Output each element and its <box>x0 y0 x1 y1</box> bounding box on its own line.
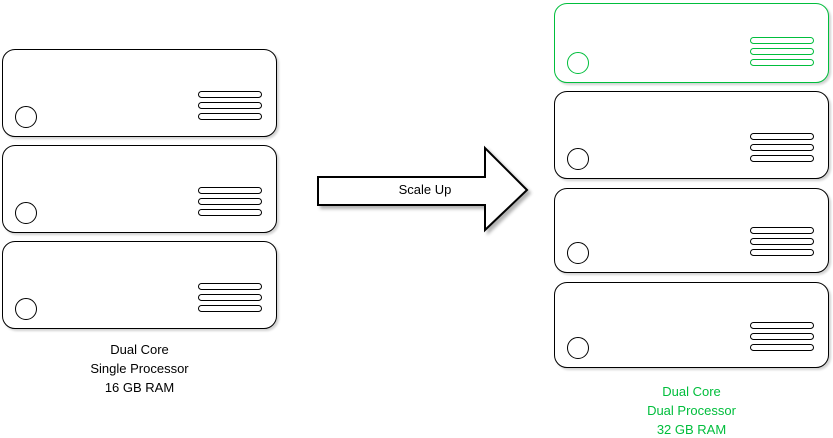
vent-slat <box>198 294 262 301</box>
vent-slat <box>750 37 814 44</box>
server-box <box>2 49 277 137</box>
vent-slat <box>750 227 814 234</box>
vent-grill-icon <box>750 37 814 66</box>
power-button-icon <box>15 106 37 128</box>
vent-slat <box>750 238 814 245</box>
vent-grill-icon <box>198 283 262 312</box>
vent-slat <box>198 187 262 194</box>
caption-line: 32 GB RAM <box>656 422 727 437</box>
power-button-icon <box>15 202 37 224</box>
scale-up-arrow <box>317 145 529 233</box>
server-box <box>554 188 829 273</box>
vent-slat <box>198 102 262 109</box>
vent-slat <box>750 322 814 329</box>
vent-slat <box>750 333 814 340</box>
vent-slat <box>750 59 814 66</box>
vent-grill-icon <box>750 322 814 351</box>
scale-up-arrow-label: Scale Up <box>398 182 452 197</box>
power-button-icon <box>15 298 37 320</box>
power-button-icon <box>567 52 589 74</box>
vent-slat <box>750 344 814 351</box>
after-cluster-caption: Dual Core Dual Processor 32 GB RAM <box>554 382 829 438</box>
vent-slat <box>198 113 262 120</box>
vent-slat <box>198 209 262 216</box>
before-cluster-caption: Dual Core Single Processor 16 GB RAM <box>2 340 277 397</box>
power-button-icon <box>567 148 589 170</box>
power-button-icon <box>567 337 589 359</box>
server-box <box>2 241 277 329</box>
caption-line: Dual Core <box>662 384 721 399</box>
vent-slat <box>750 48 814 55</box>
vent-grill-icon <box>750 227 814 256</box>
caption-line: Dual Core <box>110 342 169 357</box>
vent-slat <box>750 133 814 140</box>
vent-slat <box>198 305 262 312</box>
vent-slat <box>750 155 814 162</box>
vent-grill-icon <box>198 91 262 120</box>
server-box <box>554 91 829 179</box>
caption-line: Dual Processor <box>647 403 736 418</box>
vent-grill-icon <box>750 133 814 162</box>
vent-slat <box>750 144 814 151</box>
server-box <box>2 145 277 233</box>
vent-grill-icon <box>198 187 262 216</box>
caption-line: Single Processor <box>90 361 189 376</box>
vent-slat <box>198 198 262 205</box>
server-box-highlighted <box>554 3 829 83</box>
vent-slat <box>750 249 814 256</box>
server-box <box>554 282 829 368</box>
caption-line: 16 GB RAM <box>104 380 175 395</box>
power-button-icon <box>567 242 589 264</box>
vent-slat <box>198 91 262 98</box>
vent-slat <box>198 283 262 290</box>
